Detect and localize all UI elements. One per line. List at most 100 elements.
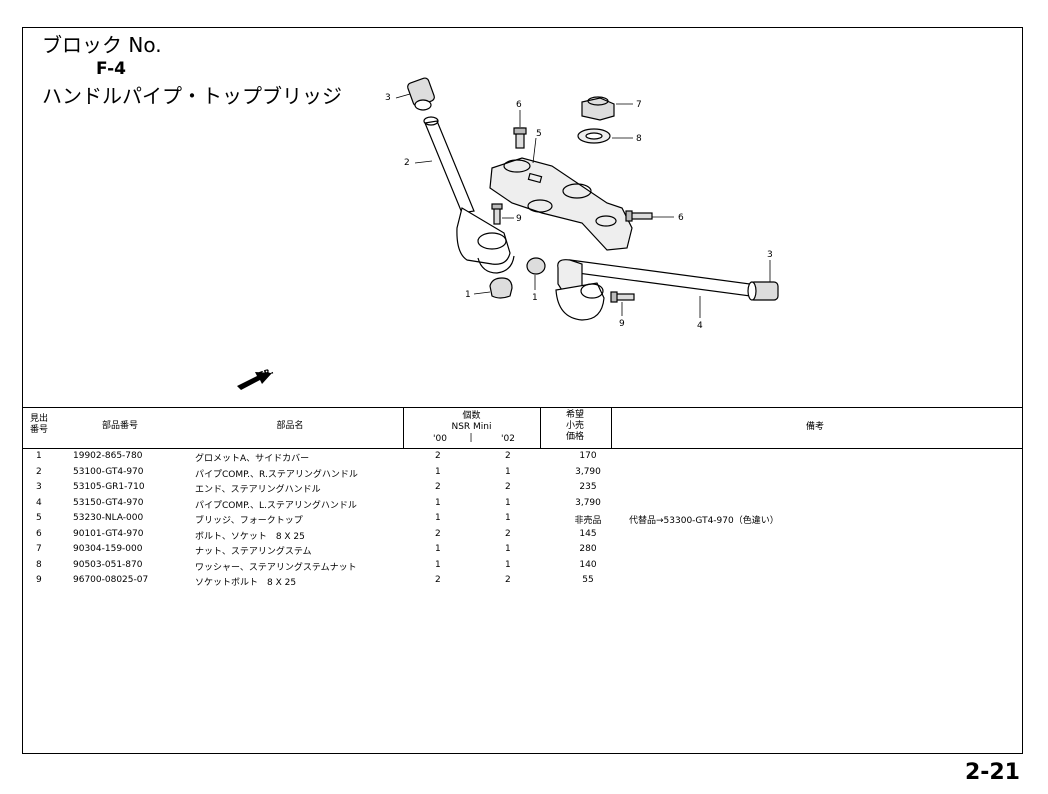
row-qty-02: 1 <box>505 559 511 570</box>
row-qty-00: 1 <box>435 559 441 570</box>
row-ref: 6 <box>36 528 42 539</box>
row-price: 140 <box>579 559 597 570</box>
col-year-02: '02 <box>501 434 515 444</box>
row-price: 55 <box>582 575 594 585</box>
row-ref: 2 <box>36 466 42 477</box>
row-part-no: 53105-GR1-710 <box>73 482 145 492</box>
col-year-00: '00 <box>433 434 447 444</box>
row-part-name: ボルト、ソケット 8 X 25 <box>195 531 305 542</box>
table-divider-2 <box>540 408 541 448</box>
front-direction-arrow: FR. <box>237 366 275 390</box>
row-qty-00: 1 <box>435 497 441 508</box>
callout-6-right: 6 <box>678 213 684 223</box>
row-qty-02: 2 <box>505 482 511 492</box>
callout-6-top: 6 <box>516 100 522 110</box>
row-price: 非売品 <box>574 516 602 526</box>
col-remarks: 備考 <box>805 422 824 432</box>
grommet-left <box>489 277 513 299</box>
table-divider-3 <box>611 408 612 448</box>
table-row: 9 96700-08025-07 ソケットボルト 8 X 25 2 2 55 <box>22 575 1022 591</box>
row-ref: 7 <box>36 544 42 554</box>
direction-label: FR. <box>258 366 275 380</box>
row-part-name: グロメットA、サイドカバー <box>195 454 310 464</box>
col-ref: 見出 番号 <box>29 414 48 435</box>
row-part-no: 19902-865-780 <box>73 451 143 461</box>
block-name: ハンドルパイプ・トップブリッジ <box>42 84 342 108</box>
row-ref: 1 <box>36 451 42 461</box>
stem-nut <box>581 96 615 121</box>
row-part-name: ソケットボルト 8 X 25 <box>195 578 297 588</box>
table-divider-1 <box>403 408 404 448</box>
row-ref: 3 <box>36 482 42 492</box>
table-row: 8 90503-051-870 ワッシャー、ステアリングステムナット 1 1 140 <box>22 560 1022 576</box>
col-part-name: 部品名 <box>276 421 304 431</box>
row-ref: 4 <box>36 497 42 508</box>
table-row: 3 53105-GR1-710 エンド、ステアリングハンドル 2 2 235 <box>22 482 1022 498</box>
row-price: 145 <box>579 528 597 539</box>
row-ref: 8 <box>36 559 42 570</box>
row-price: 235 <box>579 482 597 492</box>
col-price: 希望 小売 価格 <box>565 410 584 442</box>
row-part-name: ナット、ステアリングステム <box>195 547 312 557</box>
top-bridge <box>489 157 633 251</box>
handle-end-top <box>407 77 435 111</box>
col-model: NSR Mini <box>451 422 492 432</box>
callout-9-top: 9 <box>516 214 522 224</box>
row-ref: 9 <box>36 575 42 585</box>
col-part-no: 部品番号 <box>101 421 138 431</box>
row-qty-02: 1 <box>505 466 511 477</box>
row-qty-02: 1 <box>505 497 511 508</box>
row-qty-02: 2 <box>505 575 511 585</box>
block-number: F-4 <box>96 59 126 79</box>
row-qty-00: 2 <box>435 451 441 461</box>
grommet-middle <box>526 257 546 275</box>
handle-end-right <box>747 281 779 301</box>
row-part-name: ワッシャー、ステアリングステムナット <box>195 562 357 573</box>
callout-5: 5 <box>536 129 542 139</box>
table-header <box>22 408 1022 449</box>
callout-8: 8 <box>636 134 642 144</box>
socket-bolt-upper <box>513 127 527 149</box>
row-part-no: 90101-GT4-970 <box>73 528 144 539</box>
row-part-no: 53150-GT4-970 <box>73 497 144 508</box>
row-price: 280 <box>579 544 597 554</box>
right-handle-pipe <box>423 116 515 274</box>
row-part-no: 53100-GT4-970 <box>73 466 144 477</box>
callout-2: 2 <box>404 158 410 168</box>
row-qty-00: 2 <box>435 528 441 539</box>
leader-lines <box>395 93 771 318</box>
row-qty-00: 2 <box>435 575 441 585</box>
row-qty-02: 1 <box>505 513 511 523</box>
col-qty: 個数 <box>462 411 481 421</box>
row-part-no: 53230-NLA-000 <box>73 513 144 523</box>
table-row: 7 90304-159-000 ナット、ステアリングステム 1 1 280 <box>22 544 1022 560</box>
row-qty-02: 2 <box>505 451 511 461</box>
callout-9-bottom: 9 <box>619 319 625 329</box>
callout-7: 7 <box>636 100 642 110</box>
callout-4: 4 <box>697 321 703 331</box>
row-price: 3,790 <box>575 497 601 508</box>
row-qty-00: 1 <box>435 544 441 554</box>
parts-diagram: 3 2 6 5 7 8 9 6 3 1 1 9 4 FR. <box>237 77 779 390</box>
row-part-no: 96700-08025-07 <box>73 575 149 585</box>
row-qty-00: 2 <box>435 482 441 492</box>
row-qty-00: 1 <box>435 513 441 523</box>
row-part-no: 90503-051-870 <box>73 559 143 570</box>
row-qty-02: 1 <box>505 544 511 554</box>
row-part-name: パイプCOMP.、R.ステアリングハンドル <box>195 469 358 480</box>
row-qty-00: 1 <box>435 466 441 477</box>
table-top-border <box>22 407 1022 408</box>
block-title: ブロック No. <box>42 33 162 57</box>
row-price: 3,790 <box>575 466 601 477</box>
callout-3-top: 3 <box>385 93 391 103</box>
row-remarks: 代替品→53300-GT4-970（色違い） <box>629 516 779 526</box>
row-part-no: 90304-159-000 <box>73 544 143 554</box>
left-handle-pipe <box>555 259 751 321</box>
row-part-name: エンド、ステアリングハンドル <box>195 485 321 495</box>
row-part-name: ブリッジ、フォークトップ <box>195 516 303 526</box>
socket-bolt-right <box>625 210 653 222</box>
callout-1-mid: 1 <box>532 293 538 303</box>
